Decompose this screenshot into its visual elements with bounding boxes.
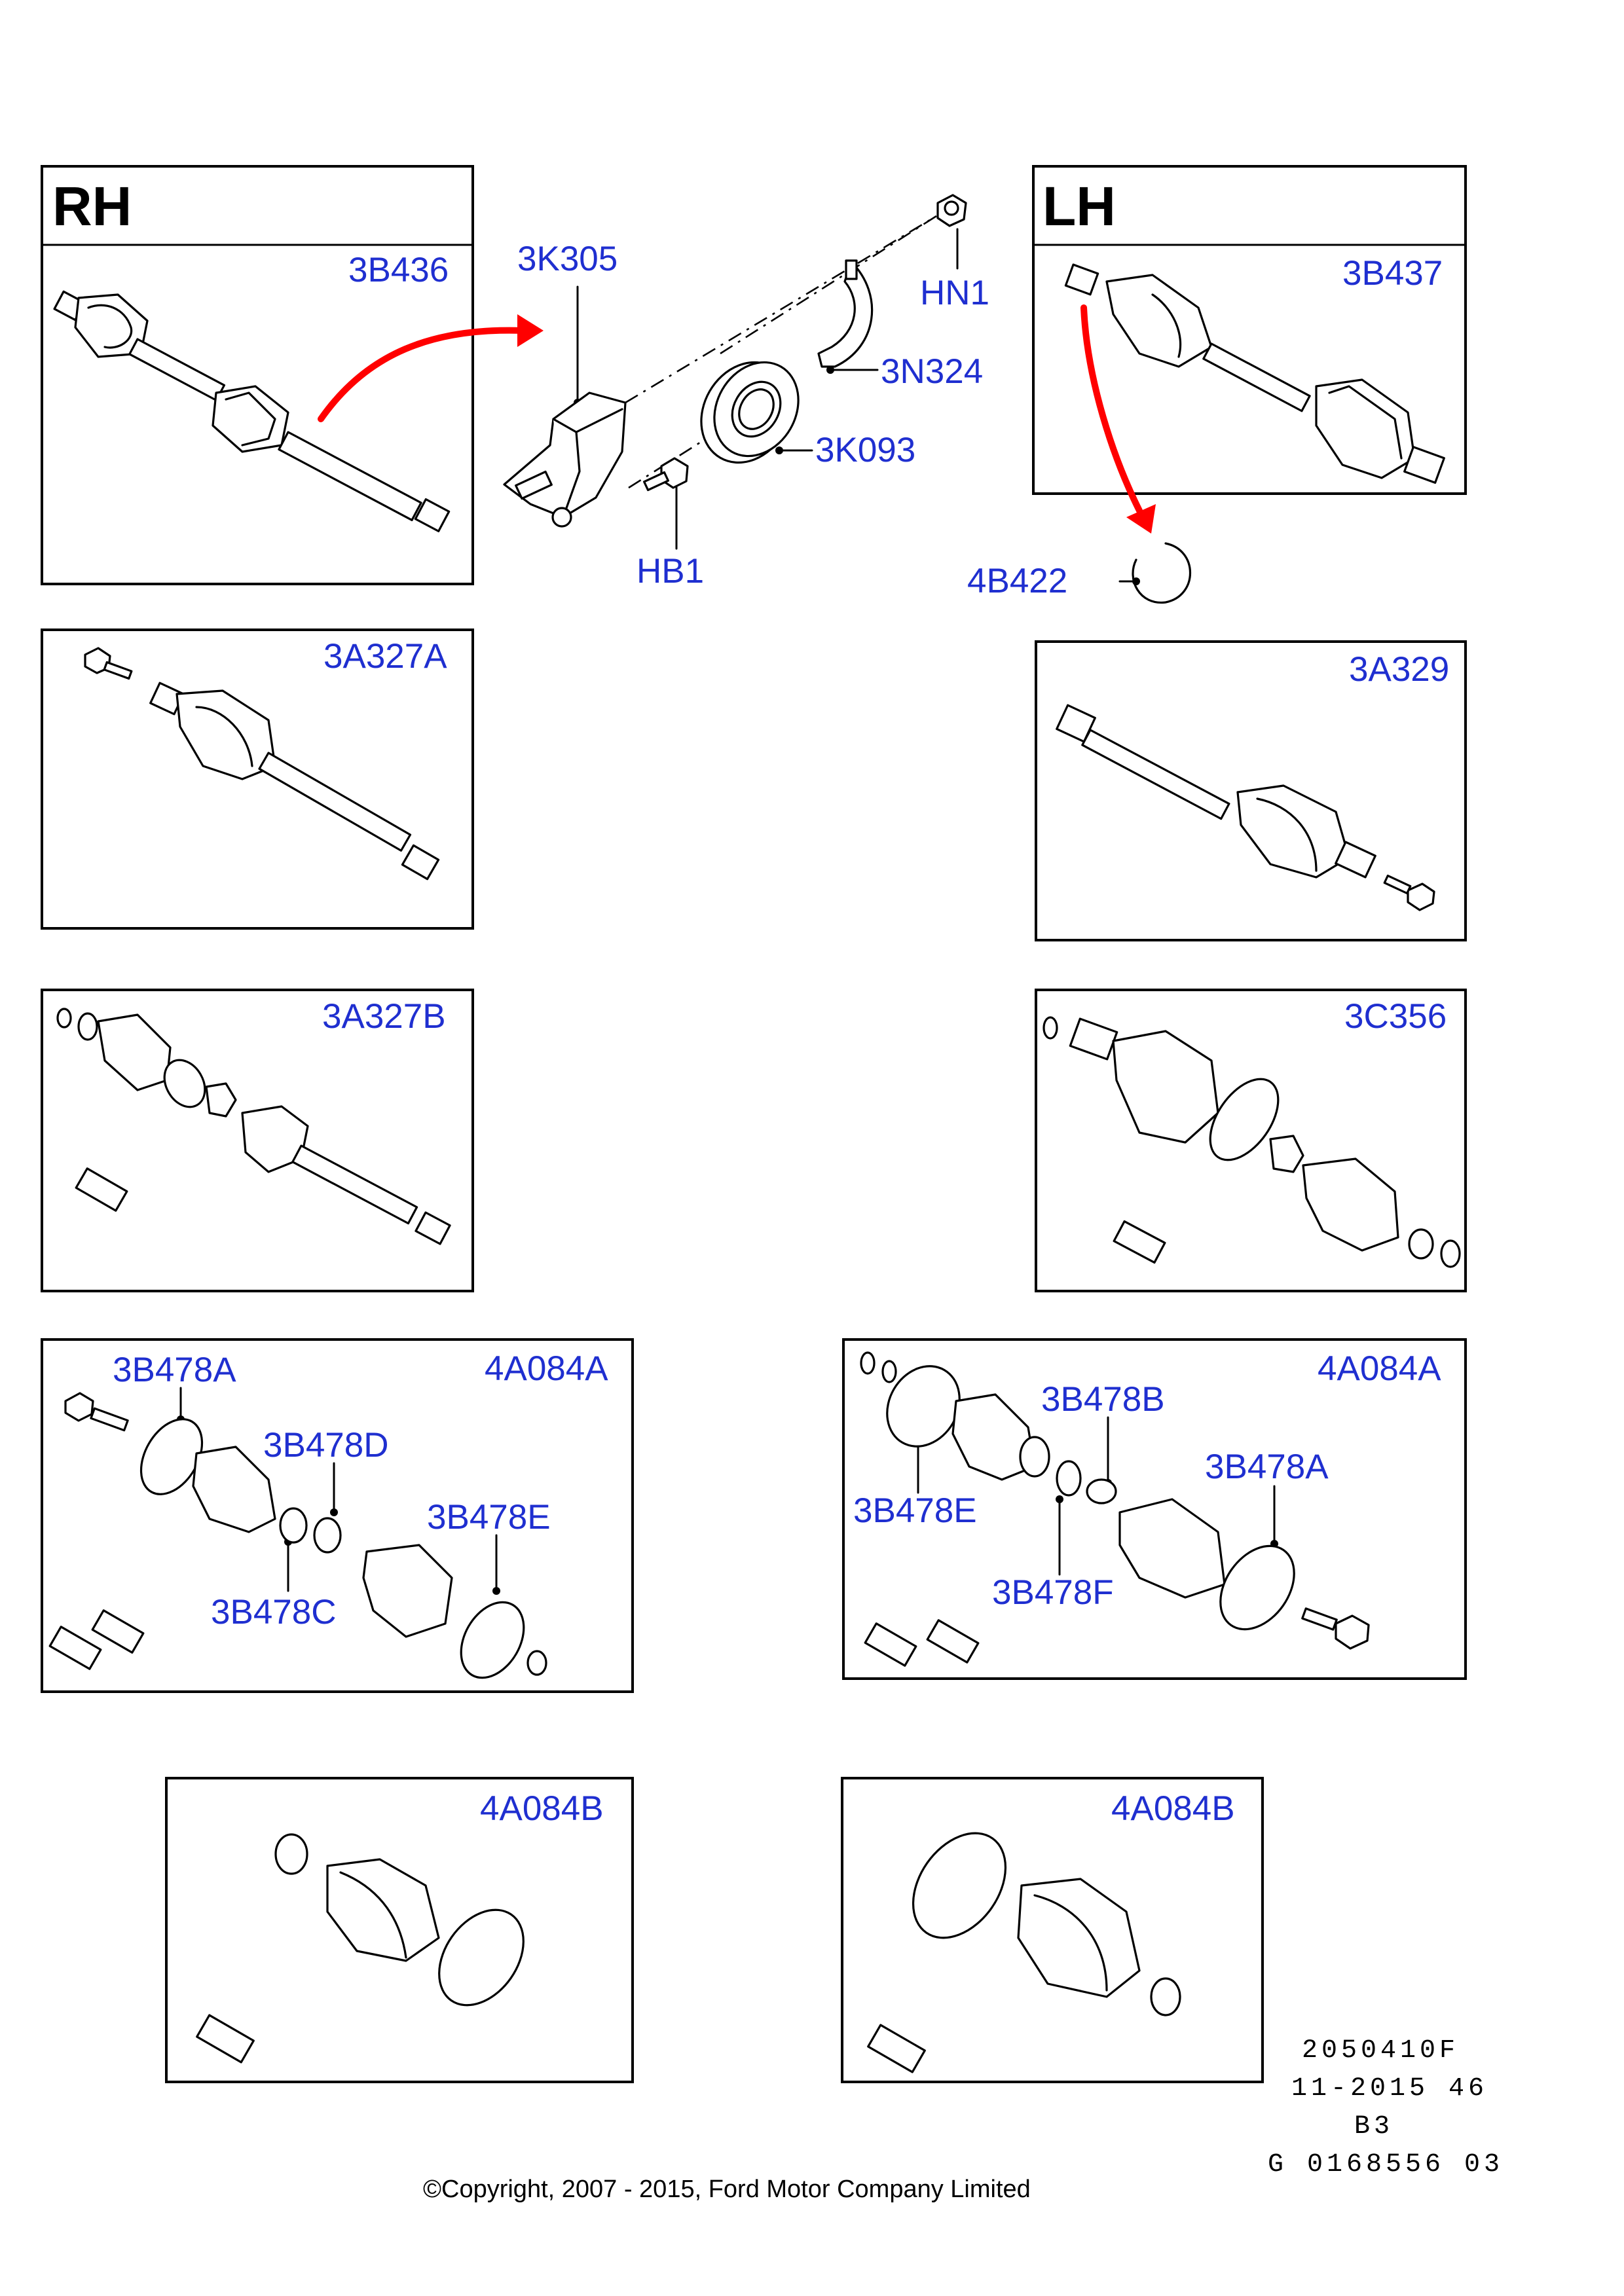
label-4b422[interactable]: 4B422: [967, 562, 1067, 600]
rh-outer-shaft-panel: 3A327A: [41, 629, 474, 930]
boot-kit-b-left-drawing: [196, 1833, 525, 2064]
boot-kit-b-right-drawing: [867, 1832, 1181, 2073]
label-3b478f-lh[interactable]: 3B478F: [992, 1573, 1114, 1612]
label-4a084a-lh[interactable]: 4A084A: [1318, 1349, 1441, 1388]
label-3b478e-rh[interactable]: 3B478E: [427, 1498, 551, 1537]
label-hn1[interactable]: HN1: [920, 274, 989, 312]
label-3n324[interactable]: 3N324: [881, 352, 983, 391]
label-3b478b-lh[interactable]: 3B478B: [1041, 1380, 1165, 1419]
bearing-retainer-drawing: [817, 259, 874, 368]
rh-outer-shaft-drawing: [84, 647, 440, 881]
boot-kit-b-left-panel: 4A084B: [165, 1777, 634, 2083]
bolt-drawing: [643, 457, 689, 492]
label-3b478c-rh[interactable]: 3B478C: [211, 1593, 337, 1631]
footer-code-2: 11-2015 46: [1291, 2074, 1488, 2104]
lh-boot-kit-drawing: [860, 1351, 1370, 1667]
lh-outer-shaft-drawing: [1056, 704, 1435, 911]
lh-boot-kit-panel: 4A084A 3B478B 3B478A 3B478E 3B478F: [842, 1338, 1467, 1680]
bearing-drawing: [700, 361, 800, 464]
label-hb1[interactable]: HB1: [637, 552, 704, 591]
rh-header: RH: [52, 175, 132, 237]
rh-shaft-panel: RH 3B436: [41, 165, 474, 585]
label-3a327a[interactable]: 3A327A: [323, 637, 447, 676]
label-3c356[interactable]: 3C356: [1344, 997, 1447, 1036]
lh-inner-joint-panel: 3C356: [1035, 989, 1467, 1292]
label-3b478a-lh[interactable]: 3B478A: [1205, 1448, 1329, 1486]
footer-codes: 2050410F 11-2015 46 B3 G 0168556 03: [1268, 2036, 1504, 2179]
lh-inner-joint-drawing: [1043, 1016, 1461, 1268]
nut-drawing: [936, 194, 967, 227]
footer-code-4: G 0168556 03: [1268, 2150, 1504, 2179]
boot-kit-b-right-panel: 4A084B: [841, 1777, 1264, 2083]
rh-boot-kit-drawing: [48, 1392, 547, 1679]
label-3a327b[interactable]: 3A327B: [322, 997, 446, 1036]
rh-inner-joint-drawing: [56, 1008, 451, 1245]
label-3b436[interactable]: 3B436: [348, 251, 449, 289]
label-4a084b-left[interactable]: 4A084B: [480, 1789, 604, 1828]
lh-driveshaft-drawing: [1064, 263, 1445, 484]
label-3b478d-rh[interactable]: 3B478D: [263, 1426, 389, 1465]
rh-pointer-arrow: [318, 314, 544, 422]
label-3b478e-lh[interactable]: 3B478E: [853, 1491, 977, 1530]
circlip-group: 4B422: [967, 542, 1192, 604]
label-3a329[interactable]: 3A329: [1349, 650, 1449, 689]
lh-shaft-panel: LH 3B437: [1032, 165, 1467, 495]
bearing-bracket-drawing: [503, 392, 627, 528]
label-4a084a-rh[interactable]: 4A084A: [485, 1349, 608, 1388]
label-3b437[interactable]: 3B437: [1342, 254, 1443, 293]
label-3k093[interactable]: 3K093: [815, 431, 915, 469]
lh-header: LH: [1043, 175, 1116, 237]
label-4a084b-right[interactable]: 4A084B: [1111, 1789, 1235, 1828]
footer-code-3: B3: [1354, 2112, 1393, 2141]
center-bearing-assembly: 3K305 HN1 3N324 3K093: [503, 194, 989, 591]
lh-outer-shaft-panel: 3A329: [1035, 640, 1467, 941]
label-3k305[interactable]: 3K305: [517, 240, 618, 278]
lh-pointer-arrow: [1080, 304, 1156, 534]
copyright-text: ©Copyright, 2007 - 2015, Ford Motor Comp…: [423, 2176, 1031, 2203]
rh-inner-joint-panel: 3A327B: [41, 989, 474, 1292]
rh-boot-kit-panel: 4A084A 3B478A 3B478D 3B478E 3B478C: [41, 1338, 634, 1693]
footer-code-1: 2050410F: [1302, 2036, 1459, 2066]
label-3b478a-rh[interactable]: 3B478A: [113, 1351, 236, 1389]
rh-driveshaft-drawing: [53, 290, 451, 532]
